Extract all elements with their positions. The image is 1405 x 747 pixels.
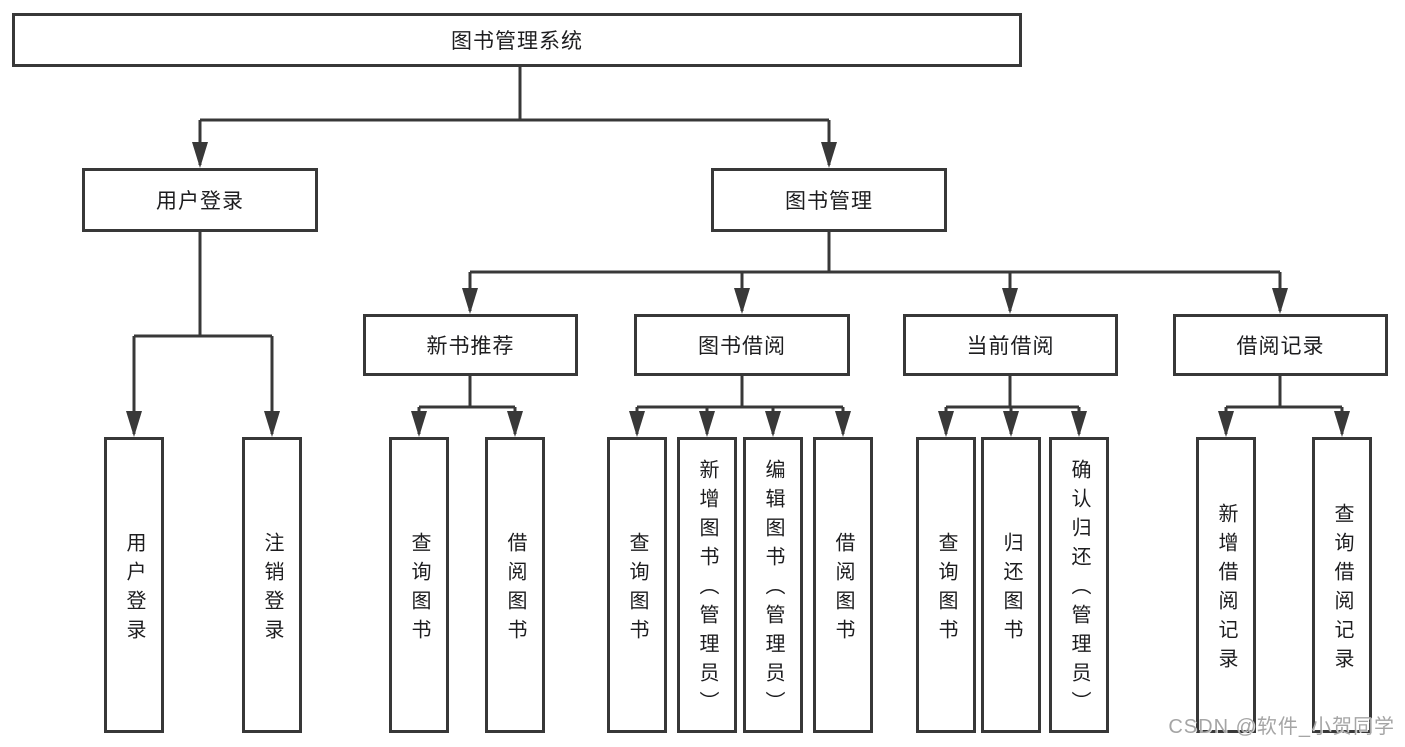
node-root-label: 图书管理系统 xyxy=(451,30,583,53)
node-borrow-records: 借阅记录 xyxy=(1173,314,1388,376)
node-book-management: 图书管理 xyxy=(711,168,947,232)
leaf-query-book-1: 查询图书 xyxy=(389,437,449,733)
leaf-user-login-label: 用户登录 xyxy=(123,531,145,648)
node-new-book-recommend-label: 新书推荐 xyxy=(426,335,515,358)
leaf-query-book-1-label: 查询图书 xyxy=(408,531,430,648)
node-root: 图书管理系统 xyxy=(12,13,1022,67)
leaf-add-book-admin: 新增图书（管理员） xyxy=(677,437,737,733)
leaf-query-borrow-record: 查询借阅记录 xyxy=(1312,437,1372,733)
leaf-borrow-book-2-label: 借阅图书 xyxy=(832,531,854,648)
leaf-user-login: 用户登录 xyxy=(104,437,164,733)
leaf-logout: 注销登录 xyxy=(242,437,302,733)
leaf-query-book-3: 查询图书 xyxy=(916,437,976,733)
node-current-borrowing-label: 当前借阅 xyxy=(966,335,1055,358)
leaf-add-book-admin-label: 新增图书（管理员） xyxy=(696,459,718,720)
leaf-query-book-3-label: 查询图书 xyxy=(935,531,957,648)
node-current-borrowing: 当前借阅 xyxy=(903,314,1118,376)
leaf-query-borrow-record-label: 查询借阅记录 xyxy=(1331,502,1353,677)
leaf-borrow-book-2: 借阅图书 xyxy=(813,437,873,733)
leaf-return-book-label: 归还图书 xyxy=(1000,531,1022,648)
node-user-login-label: 用户登录 xyxy=(156,190,244,213)
leaf-edit-book-admin: 编辑图书（管理员） xyxy=(743,437,803,733)
node-book-borrowing-label: 图书借阅 xyxy=(698,335,786,358)
leaf-return-book: 归还图书 xyxy=(981,437,1041,733)
leaf-borrow-book-1-label: 借阅图书 xyxy=(504,531,526,648)
node-borrow-records-label: 借阅记录 xyxy=(1236,335,1325,358)
leaf-confirm-return-admin-label: 确认归还（管理员） xyxy=(1068,459,1090,720)
leaf-add-borrow-record-label: 新增借阅记录 xyxy=(1215,502,1237,677)
leaf-edit-book-admin-label: 编辑图书（管理员） xyxy=(762,459,784,720)
node-book-borrowing: 图书借阅 xyxy=(634,314,850,376)
leaf-add-borrow-record: 新增借阅记录 xyxy=(1196,437,1256,733)
node-user-login: 用户登录 xyxy=(82,168,318,232)
leaf-query-book-2: 查询图书 xyxy=(607,437,667,733)
leaf-confirm-return-admin: 确认归还（管理员） xyxy=(1049,437,1109,733)
leaf-logout-label: 注销登录 xyxy=(261,531,283,648)
leaf-query-book-2-label: 查询图书 xyxy=(626,531,648,648)
leaf-borrow-book-1: 借阅图书 xyxy=(485,437,545,733)
node-book-management-label: 图书管理 xyxy=(785,190,873,213)
csdn-watermark: CSDN @软件_小贺同学 xyxy=(1168,716,1395,738)
node-new-book-recommend: 新书推荐 xyxy=(363,314,578,376)
